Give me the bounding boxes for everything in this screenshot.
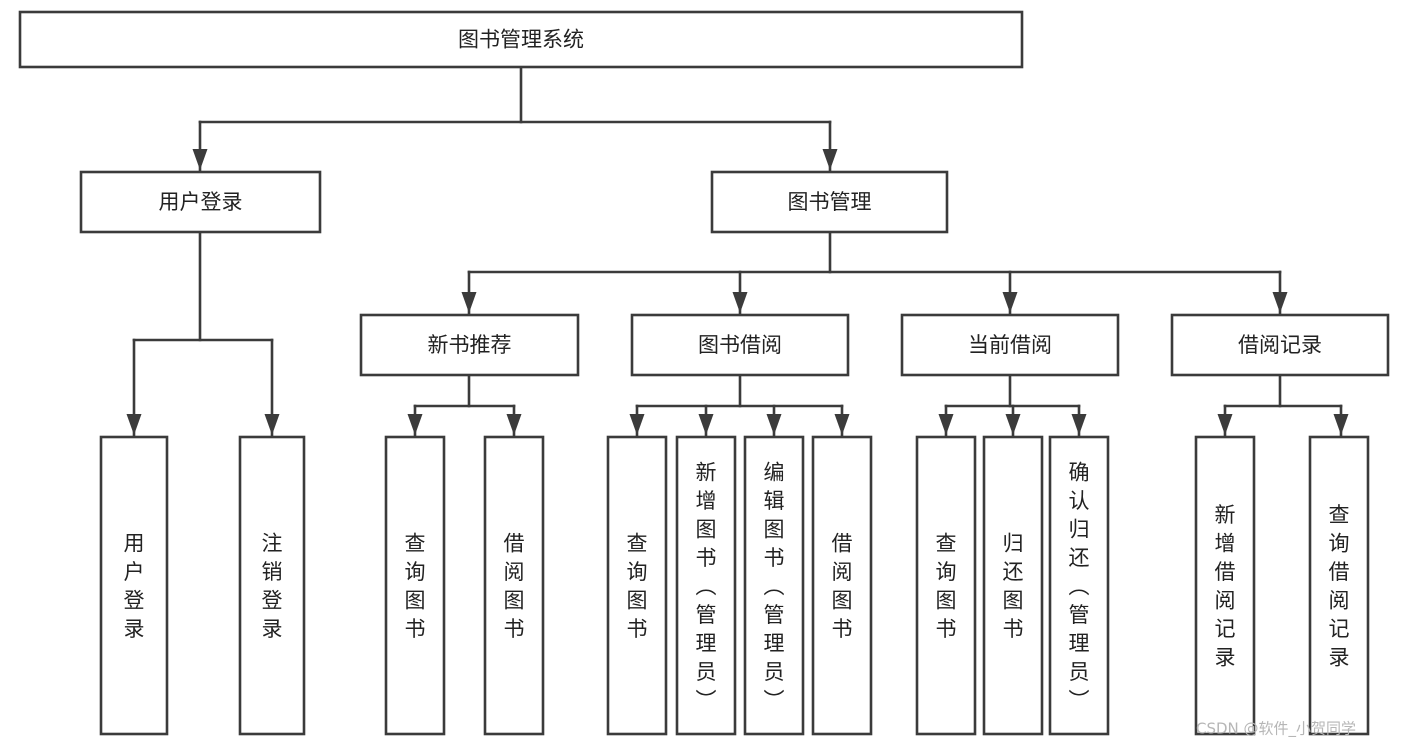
node-user-login[interactable]: 用户登录 bbox=[79, 170, 322, 234]
csdn-watermark: CSDN @软件_小贺同学 bbox=[1196, 720, 1356, 739]
node-current-borrow[interactable]: 当前借阅 bbox=[900, 313, 1120, 377]
arrow-head-icon bbox=[1005, 414, 1021, 435]
node-label: 编辑图书︵管理员︶ bbox=[764, 460, 785, 712]
node-label: 查询借阅记录 bbox=[1329, 503, 1350, 670]
node-box[interactable] bbox=[743, 435, 805, 736]
node-box[interactable] bbox=[1194, 435, 1256, 736]
node-box[interactable] bbox=[483, 435, 545, 736]
node-label: 用户登录 bbox=[159, 190, 243, 214]
node-box[interactable] bbox=[359, 313, 580, 377]
node-leaf-return-book[interactable]: 归还图书 bbox=[982, 435, 1044, 736]
node-borrow-record[interactable]: 借阅记录 bbox=[1170, 313, 1390, 377]
arrow-head-icon bbox=[1217, 414, 1233, 435]
node-box[interactable] bbox=[915, 435, 977, 736]
node-label: 借阅图书 bbox=[832, 532, 853, 642]
node-label: 注销登录 bbox=[262, 532, 283, 642]
node-box[interactable] bbox=[79, 170, 322, 234]
node-label: 新书推荐 bbox=[428, 333, 512, 357]
node-box[interactable] bbox=[1048, 435, 1110, 736]
node-label: 图书借阅 bbox=[698, 333, 782, 357]
arrow-head-icon bbox=[766, 414, 782, 435]
node-book-manage[interactable]: 图书管理 bbox=[710, 170, 949, 234]
node-label: 用户登录 bbox=[124, 532, 145, 642]
node-leaf-add-borrow-record[interactable]: 新增借阅记录 bbox=[1194, 435, 1256, 736]
arrow-head-icon bbox=[264, 414, 280, 435]
node-leaf-logout[interactable]: 注销登录 bbox=[238, 435, 306, 736]
node-box[interactable] bbox=[630, 313, 850, 377]
node-box[interactable] bbox=[982, 435, 1044, 736]
node-box[interactable] bbox=[900, 313, 1120, 377]
node-box[interactable] bbox=[811, 435, 873, 736]
node-root[interactable]: 图书管理系统 bbox=[18, 10, 1024, 69]
arrow-head-icon bbox=[1272, 292, 1288, 313]
node-label: 新增借阅记录 bbox=[1215, 503, 1236, 670]
arrow-head-icon bbox=[126, 414, 142, 435]
node-label: 新增图书︵管理员︶ bbox=[696, 460, 717, 712]
node-box[interactable] bbox=[1308, 435, 1370, 736]
arrow-head-icon bbox=[506, 414, 522, 435]
node-label: 借阅图书 bbox=[504, 532, 525, 642]
node-leaf-user-login[interactable]: 用户登录 bbox=[99, 435, 169, 736]
arrow-head-icon bbox=[192, 149, 208, 170]
node-new-book-recommend[interactable]: 新书推荐 bbox=[359, 313, 580, 377]
node-box[interactable] bbox=[99, 435, 169, 736]
node-label: 确认归还︵管理员︶ bbox=[1069, 460, 1090, 712]
node-leaf-borrow-book[interactable]: 借阅图书 bbox=[811, 435, 873, 736]
node-leaf-query-book-current[interactable]: 查询图书 bbox=[915, 435, 977, 736]
node-label: 归还图书 bbox=[1003, 532, 1024, 642]
node-leaf-query-borrow-record[interactable]: 查询借阅记录 bbox=[1308, 435, 1370, 736]
node-label: 当前借阅 bbox=[968, 333, 1052, 357]
node-book-borrow[interactable]: 图书借阅 bbox=[630, 313, 850, 377]
node-leaf-add-book-admin[interactable]: 新增图书︵管理员︶ bbox=[675, 435, 737, 736]
arrow-head-icon bbox=[822, 149, 838, 170]
node-box[interactable] bbox=[675, 435, 737, 736]
node-leaf-edit-book-admin[interactable]: 编辑图书︵管理员︶ bbox=[743, 435, 805, 736]
arrow-head-icon bbox=[1333, 414, 1349, 435]
node-box[interactable] bbox=[1170, 313, 1390, 377]
node-leaf-query-book-borrow[interactable]: 查询图书 bbox=[606, 435, 668, 736]
node-label: 图书管理 bbox=[788, 190, 872, 214]
node-box[interactable] bbox=[384, 435, 446, 736]
arrow-head-icon bbox=[834, 414, 850, 435]
node-label: 借阅记录 bbox=[1238, 333, 1322, 357]
arrow-head-icon bbox=[698, 414, 714, 435]
arrow-head-icon bbox=[1002, 292, 1018, 313]
arrow-head-icon bbox=[629, 414, 645, 435]
arrow-head-icon bbox=[938, 414, 954, 435]
node-box[interactable] bbox=[18, 10, 1024, 69]
connector-layer bbox=[126, 65, 1349, 437]
node-leaf-query-book-rec[interactable]: 查询图书 bbox=[384, 435, 446, 736]
node-leaf-confirm-return-admin[interactable]: 确认归还︵管理员︶ bbox=[1048, 435, 1110, 736]
node-label: 查询图书 bbox=[936, 532, 957, 642]
arrow-head-icon bbox=[461, 292, 477, 313]
node-label: 查询图书 bbox=[405, 532, 426, 642]
node-box[interactable] bbox=[710, 170, 949, 234]
node-layer: 图书管理系统用户登录图书管理新书推荐图书借阅当前借阅借阅记录用户登录注销登录查询… bbox=[18, 10, 1390, 736]
node-label: 查询图书 bbox=[627, 532, 648, 642]
arrow-head-icon bbox=[407, 414, 423, 435]
arrow-head-icon bbox=[1071, 414, 1087, 435]
node-leaf-borrow-book-rec[interactable]: 借阅图书 bbox=[483, 435, 545, 736]
node-box[interactable] bbox=[606, 435, 668, 736]
arrow-head-icon bbox=[732, 292, 748, 313]
node-label: 图书管理系统 bbox=[458, 28, 584, 52]
node-box[interactable] bbox=[238, 435, 306, 736]
